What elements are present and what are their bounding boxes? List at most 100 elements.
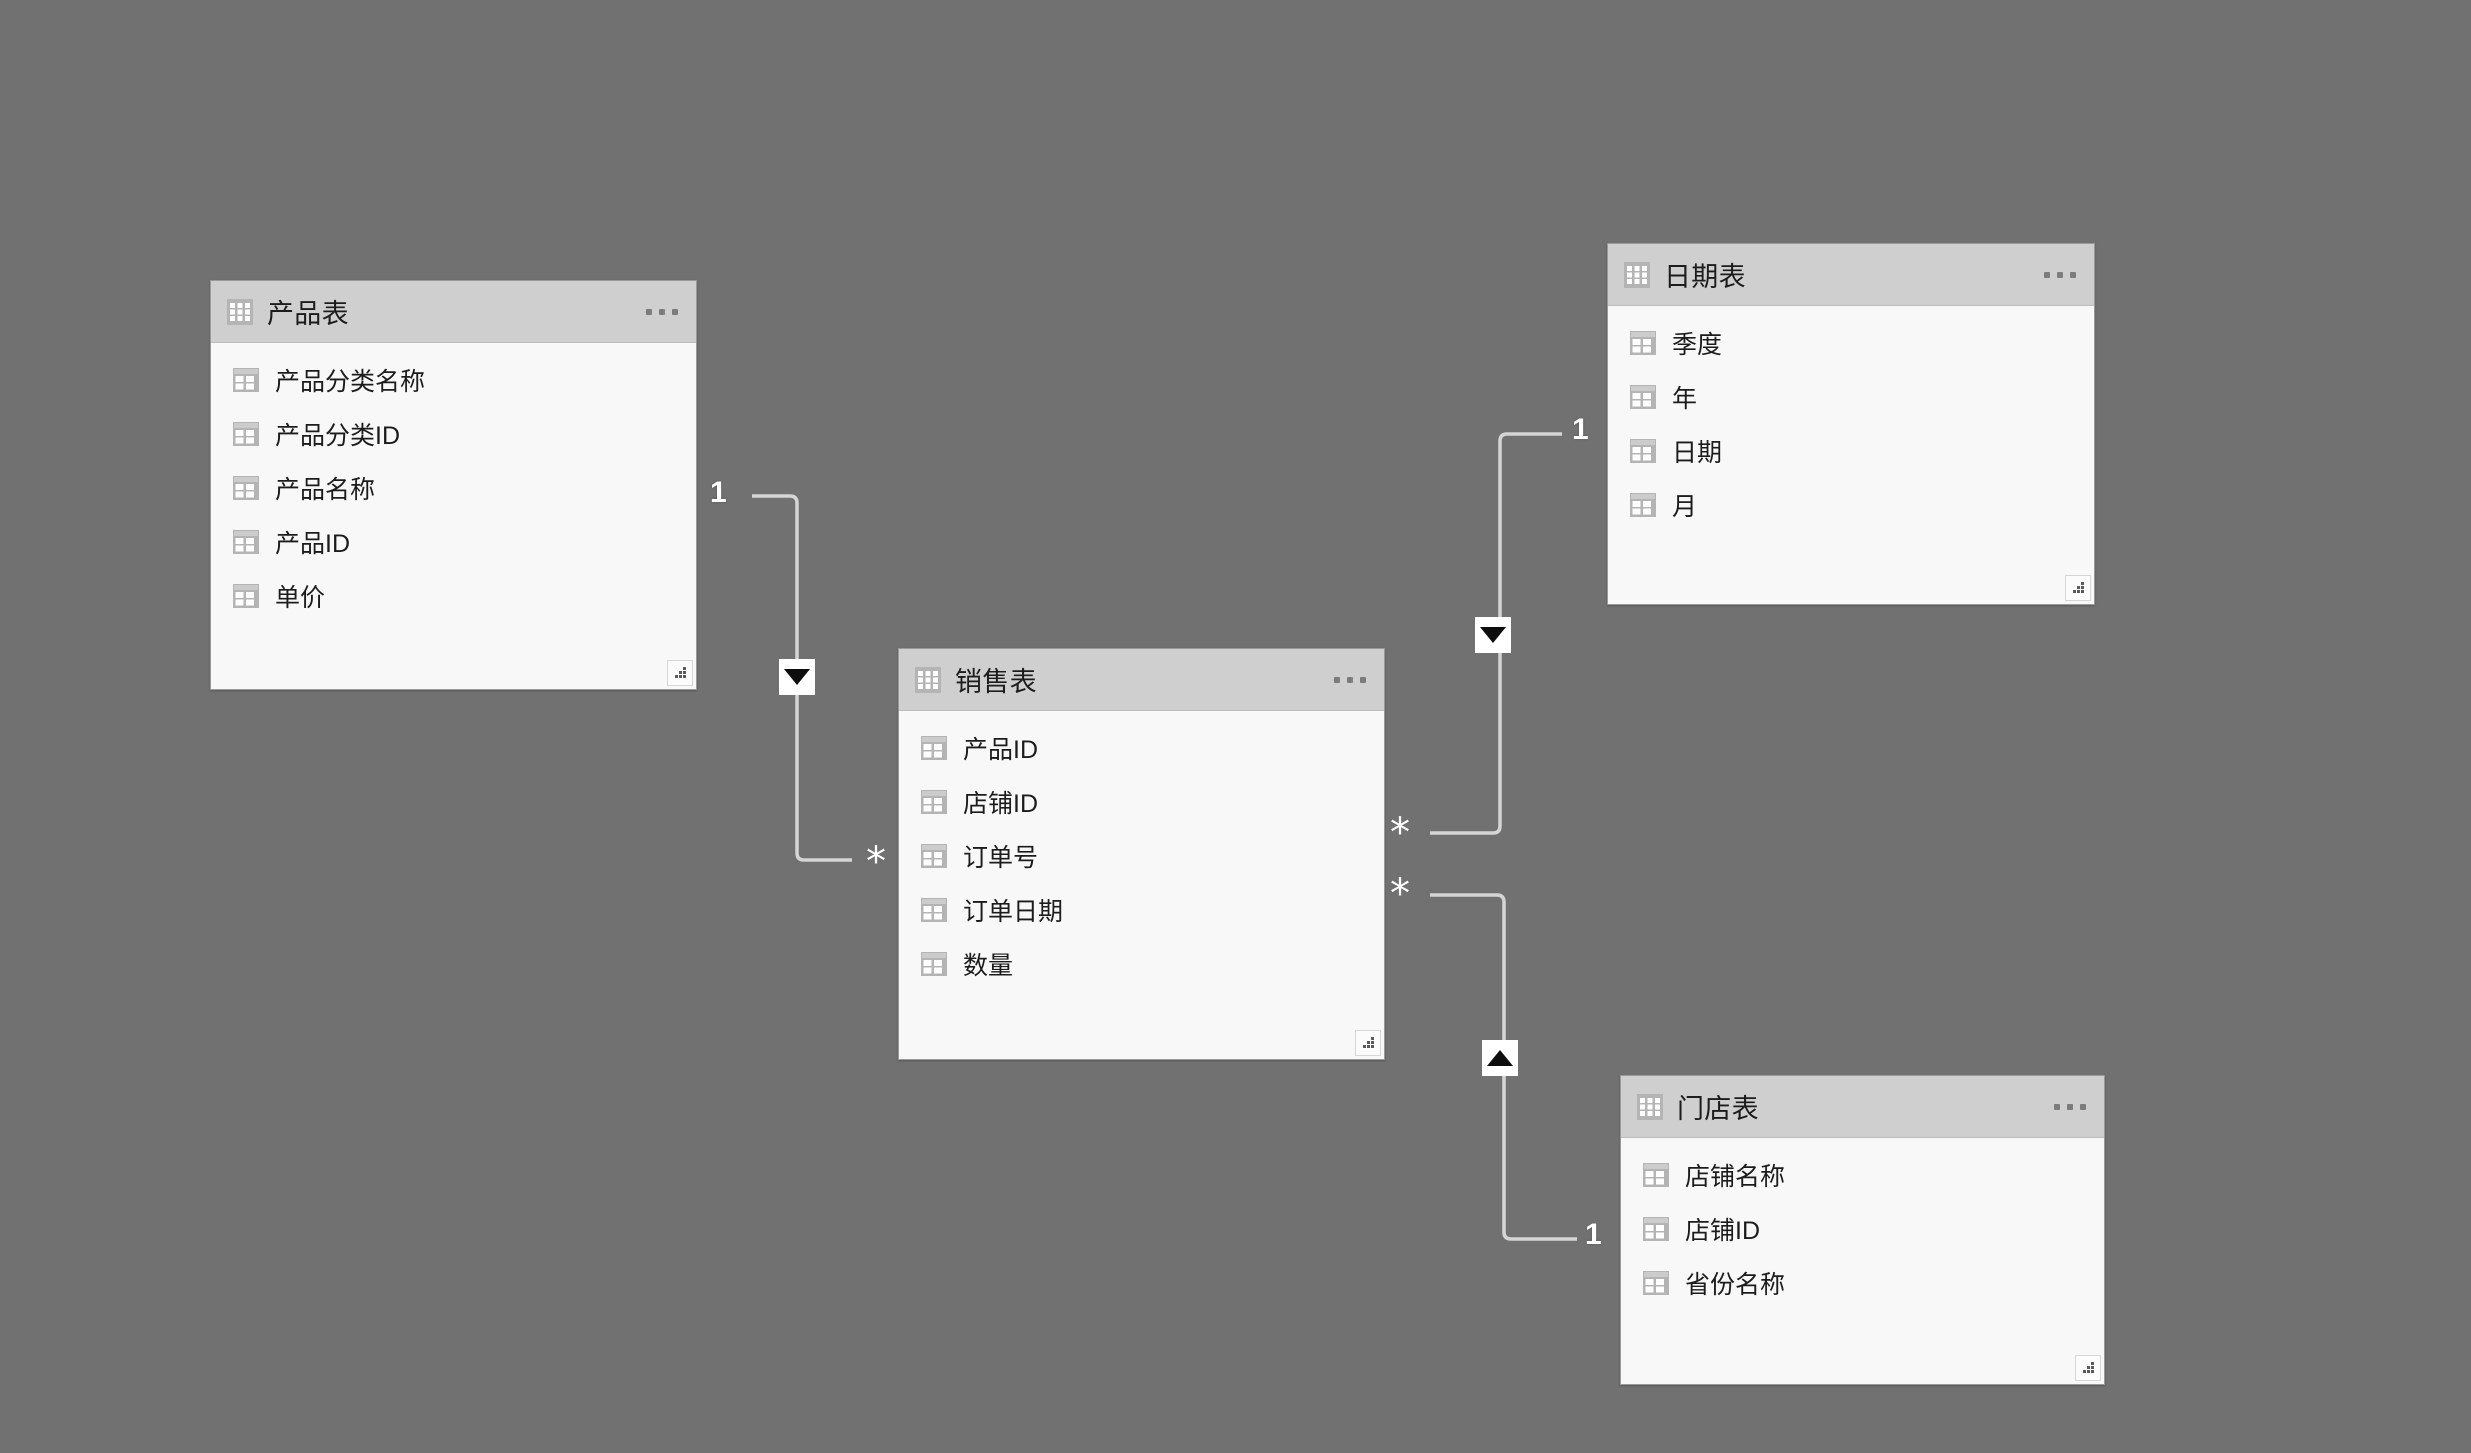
field-row[interactable]: 产品分类ID — [211, 407, 696, 461]
field-row[interactable]: 产品ID — [211, 515, 696, 569]
field-row[interactable]: 季度 — [1608, 316, 2094, 370]
field-label: 数量 — [963, 952, 1014, 980]
table-menu-button[interactable] — [2050, 1096, 2090, 1118]
table-card-sales[interactable]: 销售表产品ID 店铺ID 订单号订单日期数量 — [898, 648, 1385, 1060]
field-row[interactable]: 月 — [1608, 478, 2094, 532]
field-label: 年 — [1672, 385, 1698, 413]
field-label: 省份名称 — [1685, 1271, 1786, 1299]
ellipsis-dot — [1334, 676, 1340, 683]
field-row[interactable]: 订单号 — [899, 829, 1384, 883]
field-row[interactable]: 订单日期 — [899, 883, 1384, 937]
table-header-product[interactable]: 产品表 — [211, 281, 696, 343]
column-icon — [233, 368, 259, 392]
column-icon — [1643, 1217, 1669, 1241]
field-label: 店铺ID — [963, 790, 1039, 818]
field-label: 产品分类名称 — [275, 368, 426, 396]
table-title: 门店表 — [1677, 1094, 1759, 1124]
cross-filter-arrow-up-icon[interactable] — [1482, 1040, 1518, 1076]
table-field-list: 店铺名称店铺ID 省份名称 — [1621, 1138, 2104, 1384]
column-icon — [921, 952, 947, 976]
field-row[interactable]: 日期 — [1608, 424, 2094, 478]
field-label: 日期 — [1672, 439, 1723, 467]
table-icon — [915, 666, 941, 693]
cardinality-many-label: * — [1390, 871, 1410, 917]
table-card-product[interactable]: 产品表产品分类名称产品分类ID 产品名称产品ID 单价 — [210, 280, 697, 690]
column-icon — [233, 584, 259, 608]
column-icon — [1643, 1271, 1669, 1295]
table-menu-button[interactable] — [642, 301, 682, 323]
column-icon — [233, 530, 259, 554]
table-title: 日期表 — [1664, 262, 1746, 292]
field-label: 店铺名称 — [1685, 1163, 1786, 1191]
field-label: 季度 — [1672, 331, 1723, 359]
column-icon — [233, 476, 259, 500]
field-label: 月 — [1672, 493, 1698, 521]
column-icon — [921, 736, 947, 760]
field-label: 订单号 — [963, 844, 1039, 872]
table-title: 产品表 — [267, 299, 349, 329]
ellipsis-dot — [2044, 271, 2050, 278]
field-row[interactable]: 产品ID — [899, 721, 1384, 775]
table-header-store[interactable]: 门店表 — [1621, 1076, 2104, 1138]
field-row[interactable]: 店铺名称 — [1621, 1148, 2104, 1202]
field-label: 产品分类ID — [275, 422, 401, 450]
cardinality-many-label: * — [1390, 810, 1410, 856]
field-label: 产品名称 — [275, 476, 376, 504]
table-menu-button[interactable] — [2040, 264, 2080, 286]
field-row[interactable]: 单价 — [211, 569, 696, 623]
field-row[interactable]: 店铺ID — [899, 775, 1384, 829]
ellipsis-dot — [672, 308, 678, 315]
column-icon — [1643, 1163, 1669, 1187]
cardinality-one-label: 1 — [1585, 1218, 1602, 1251]
ellipsis-dot — [2080, 1103, 2086, 1110]
table-title: 销售表 — [955, 667, 1037, 697]
table-icon — [227, 298, 253, 325]
table-icon — [1624, 261, 1650, 288]
table-field-list: 季度年日期月 — [1608, 306, 2094, 604]
table-header-sales[interactable]: 销售表 — [899, 649, 1384, 711]
field-label: 单价 — [275, 584, 326, 612]
resize-handle[interactable] — [2065, 575, 2091, 601]
table-field-list: 产品ID 店铺ID 订单号订单日期数量 — [899, 711, 1384, 1059]
field-row[interactable]: 数量 — [899, 937, 1384, 991]
field-row[interactable]: 店铺ID — [1621, 1202, 2104, 1256]
table-header-date[interactable]: 日期表 — [1608, 244, 2094, 306]
cardinality-many-label: * — [866, 839, 886, 885]
ellipsis-dot — [1360, 676, 1366, 683]
field-label: 产品ID — [275, 530, 351, 558]
column-icon — [1630, 385, 1656, 409]
ellipsis-dot — [2067, 1103, 2073, 1110]
column-icon — [921, 844, 947, 868]
field-row[interactable]: 产品分类名称 — [211, 353, 696, 407]
column-icon — [921, 898, 947, 922]
resize-handle[interactable] — [2075, 1355, 2101, 1381]
ellipsis-dot — [2057, 271, 2063, 278]
ellipsis-dot — [659, 308, 665, 315]
ellipsis-dot — [2054, 1103, 2060, 1110]
cardinality-one-label: 1 — [1572, 413, 1589, 446]
ellipsis-dot — [646, 308, 652, 315]
field-label: 店铺ID — [1685, 1217, 1761, 1245]
table-card-store[interactable]: 门店表店铺名称店铺ID 省份名称 — [1620, 1075, 2105, 1385]
table-card-date[interactable]: 日期表季度年日期月 — [1607, 243, 2095, 605]
column-icon — [921, 790, 947, 814]
field-label: 订单日期 — [963, 898, 1064, 926]
field-label: 产品ID — [963, 736, 1039, 764]
column-icon — [1630, 493, 1656, 517]
field-row[interactable]: 省份名称 — [1621, 1256, 2104, 1310]
table-menu-button[interactable] — [1330, 669, 1370, 691]
cross-filter-arrow-down-icon[interactable] — [779, 659, 815, 695]
resize-handle[interactable] — [1355, 1030, 1381, 1056]
field-row[interactable]: 年 — [1608, 370, 2094, 424]
table-field-list: 产品分类名称产品分类ID 产品名称产品ID 单价 — [211, 343, 696, 689]
column-icon — [1630, 439, 1656, 463]
ellipsis-dot — [1347, 676, 1353, 683]
ellipsis-dot — [2070, 271, 2076, 278]
cross-filter-arrow-down-icon[interactable] — [1475, 617, 1511, 653]
cardinality-one-label: 1 — [710, 476, 727, 509]
resize-handle[interactable] — [667, 660, 693, 686]
table-icon — [1637, 1093, 1663, 1120]
field-row[interactable]: 产品名称 — [211, 461, 696, 515]
column-icon — [233, 422, 259, 446]
